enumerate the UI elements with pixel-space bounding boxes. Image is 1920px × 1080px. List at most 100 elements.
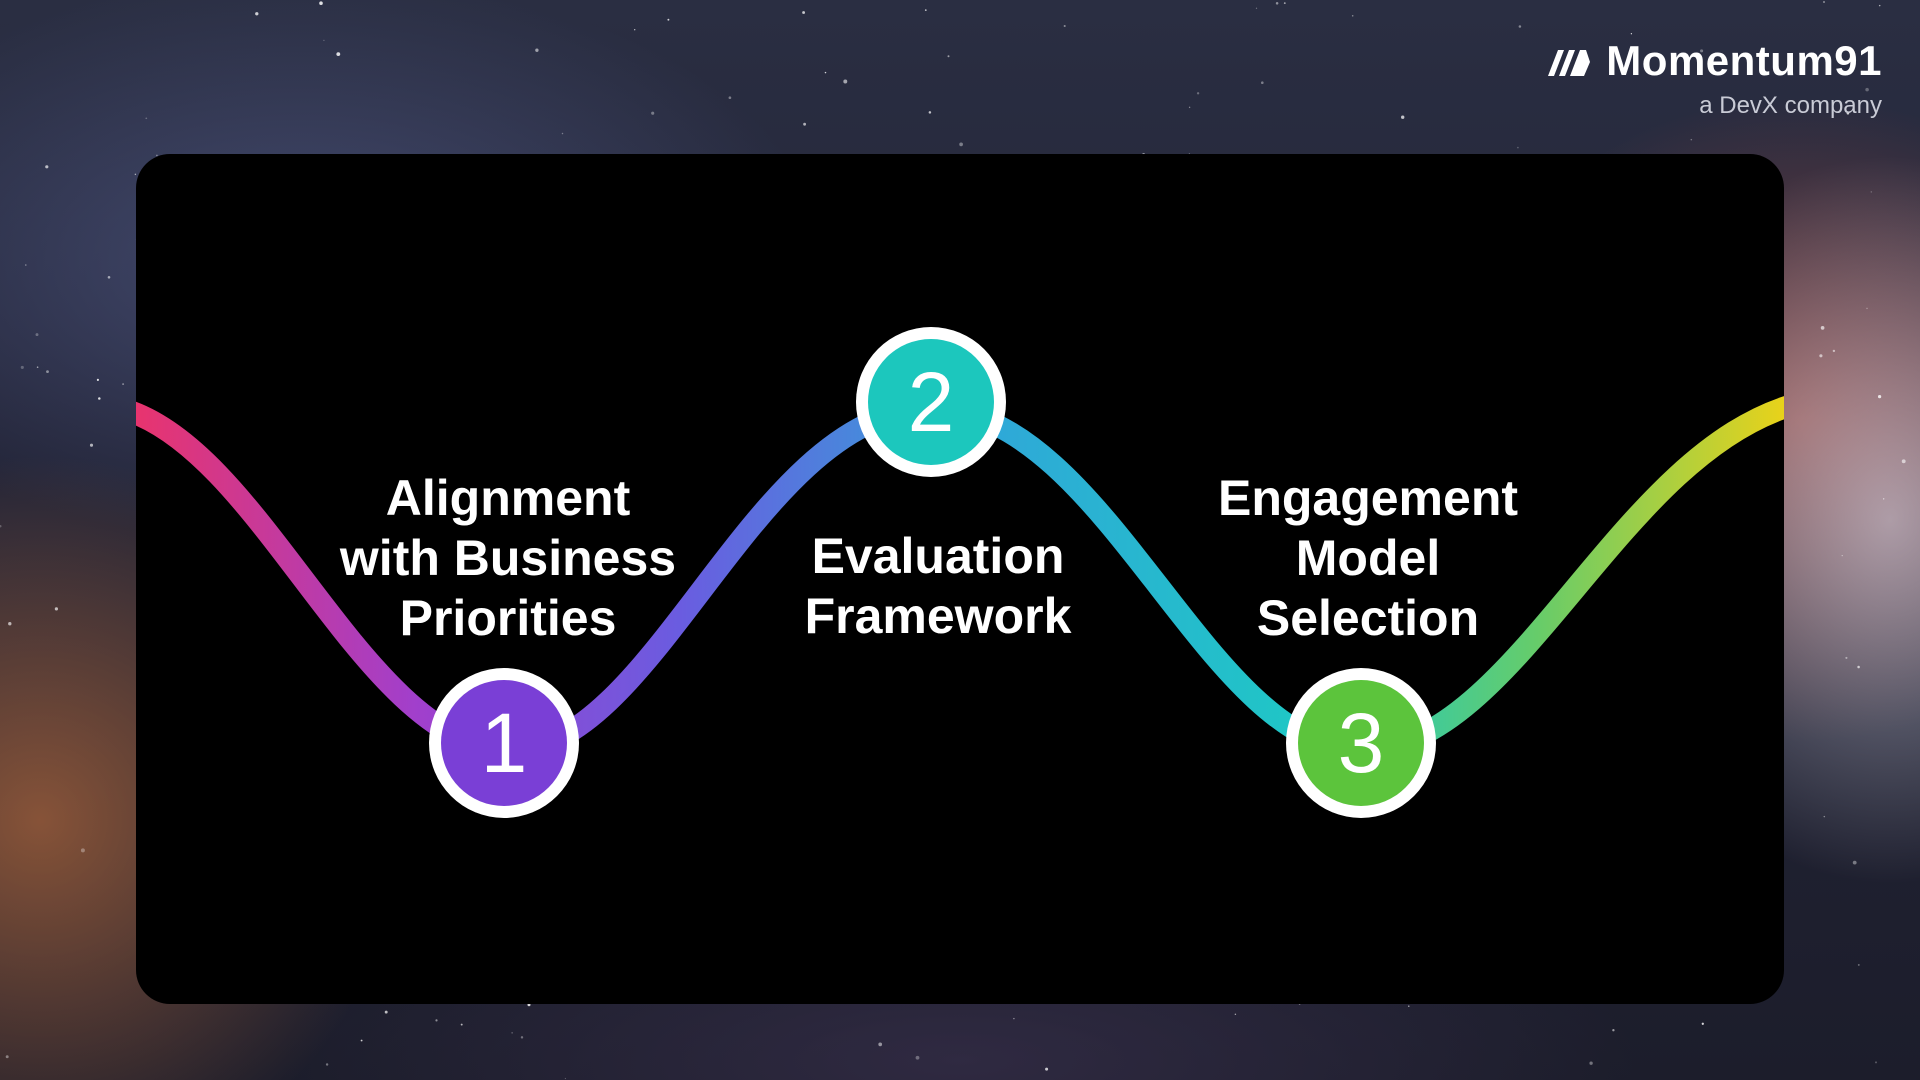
star	[561, 132, 564, 135]
star	[824, 71, 827, 74]
star	[634, 29, 636, 31]
star	[0, 524, 2, 528]
step-3-label-line: Model	[1295, 530, 1441, 586]
brand-name: Momentum91	[1606, 37, 1882, 84]
star	[1877, 394, 1882, 399]
step-3-label: Engagement Model Selection	[1188, 468, 1548, 648]
star	[35, 333, 39, 337]
star	[1822, 0, 1826, 4]
star	[1188, 106, 1191, 109]
star	[1255, 7, 1258, 9]
star	[1832, 349, 1836, 353]
brand-tagline: a DevX company	[1699, 92, 1882, 119]
star	[20, 365, 24, 369]
star	[1857, 665, 1860, 669]
star	[1063, 24, 1066, 28]
star	[36, 366, 39, 369]
star	[325, 1063, 329, 1066]
star	[89, 443, 94, 447]
star	[843, 79, 848, 84]
star	[98, 397, 101, 400]
star	[803, 122, 807, 126]
star	[107, 276, 111, 279]
star	[1701, 1022, 1704, 1025]
step-3-label-line: Selection	[1256, 590, 1480, 646]
star	[1275, 2, 1279, 5]
star	[45, 165, 49, 169]
star	[1820, 326, 1825, 330]
star	[1045, 1067, 1049, 1071]
star	[255, 12, 259, 16]
star	[1865, 87, 1869, 92]
star	[1841, 554, 1843, 557]
step-1-label: Alignment with Business Priorities	[328, 468, 688, 648]
star	[8, 622, 12, 626]
star	[122, 383, 125, 386]
step-1-label-line: Priorities	[399, 590, 617, 646]
star	[1901, 459, 1906, 464]
star	[1196, 92, 1200, 95]
star	[1866, 307, 1868, 310]
step-1-number: 1	[480, 696, 528, 790]
star	[947, 55, 950, 58]
star	[384, 1010, 388, 1014]
star	[1870, 191, 1873, 193]
star	[1819, 354, 1823, 358]
star	[1857, 963, 1860, 966]
star	[1845, 656, 1848, 659]
step-2-label-line: Evaluation	[811, 528, 1065, 584]
star	[1518, 25, 1522, 28]
star	[1517, 146, 1519, 149]
star	[924, 9, 927, 11]
brand-logo: Momentum91 a DevX company	[1546, 40, 1882, 118]
star	[54, 607, 58, 611]
star	[564, 1077, 567, 1080]
star	[1690, 138, 1693, 141]
star	[1846, 111, 1850, 115]
star	[323, 39, 325, 42]
step-2-label-line: Framework	[804, 588, 1072, 644]
star	[1852, 860, 1857, 865]
star	[878, 1042, 883, 1047]
star	[46, 370, 49, 374]
step-3-label-line: Engagement	[1217, 470, 1519, 526]
step-2-number: 2	[907, 355, 955, 449]
star	[460, 1023, 463, 1026]
star	[1234, 1013, 1237, 1016]
star	[651, 111, 655, 115]
star	[1351, 15, 1354, 17]
star	[1875, 1061, 1877, 1064]
star	[5, 1055, 9, 1059]
star	[134, 173, 137, 176]
step-3-circle: 3	[1298, 680, 1424, 806]
star	[1401, 115, 1405, 119]
star	[511, 1032, 513, 1034]
step-3-number: 3	[1337, 696, 1385, 790]
step-1-label-line: with Business	[339, 530, 677, 586]
star	[520, 1036, 524, 1039]
star	[1261, 81, 1264, 84]
star	[535, 48, 539, 52]
star	[1700, 49, 1704, 53]
star	[1630, 33, 1633, 35]
star	[25, 264, 27, 266]
star	[728, 96, 732, 100]
star	[1883, 498, 1885, 500]
star	[1878, 4, 1881, 7]
star	[1283, 2, 1286, 4]
star	[915, 1055, 920, 1060]
star	[959, 142, 963, 147]
star	[802, 11, 806, 14]
star	[435, 1019, 438, 1022]
step-2-label: Evaluation Framework	[758, 526, 1118, 646]
star	[80, 848, 85, 853]
star	[319, 1, 323, 5]
step-2-node: 2	[856, 327, 1006, 477]
process-panel: Alignment with Business Priorities Evalu…	[136, 154, 1784, 1004]
star	[1589, 1061, 1593, 1065]
star	[360, 1039, 363, 1042]
step-1-label-line: Alignment	[385, 470, 631, 526]
star	[145, 117, 148, 120]
step-3-node: 3	[1286, 668, 1436, 818]
star	[667, 18, 670, 21]
